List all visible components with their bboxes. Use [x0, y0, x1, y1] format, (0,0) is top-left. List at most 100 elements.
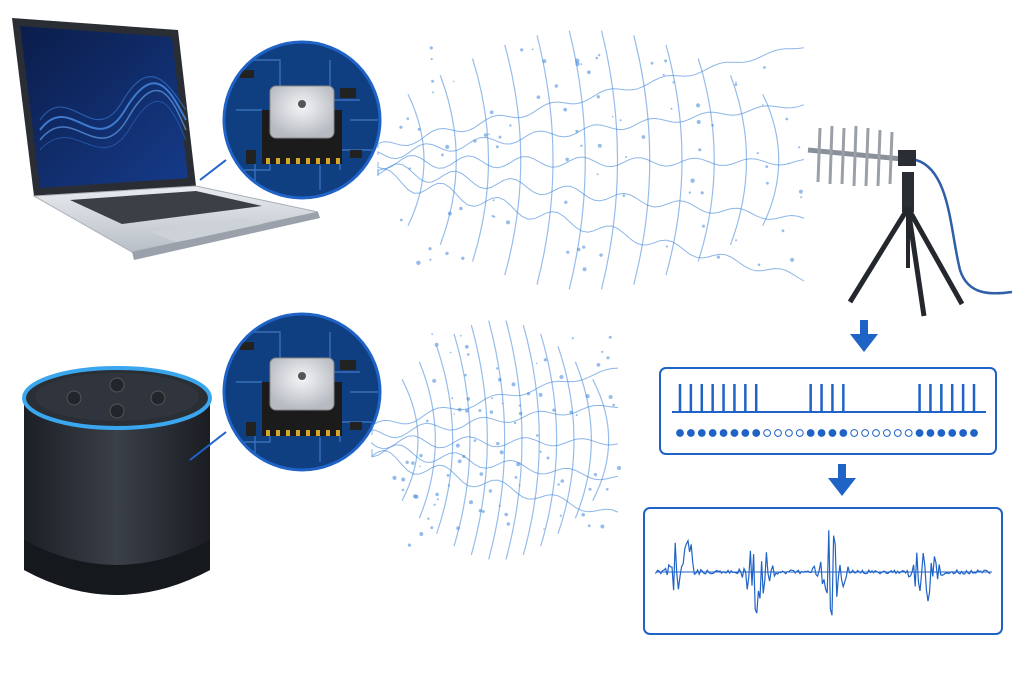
wave-dot — [428, 247, 432, 251]
wave-arc — [488, 320, 506, 560]
wave-dot — [419, 453, 423, 458]
wave-dot — [446, 473, 450, 477]
wave-line — [371, 435, 619, 450]
wave-arc — [470, 324, 488, 556]
bitstream-dots — [676, 429, 978, 437]
wave-dot — [800, 196, 803, 199]
bit-dot-on — [708, 429, 717, 437]
wave-dot — [571, 337, 574, 340]
wave-dot — [536, 362, 538, 365]
bit-dot-off — [850, 429, 859, 437]
wave-dot — [488, 489, 493, 493]
wave-dot — [400, 218, 403, 222]
wave-dot — [580, 63, 583, 65]
wave-dot — [464, 344, 469, 349]
wave-dot — [559, 514, 562, 517]
wave-dot — [441, 153, 444, 157]
bit-dot-on — [752, 429, 761, 437]
wave-dot — [781, 229, 785, 233]
wave-dot — [664, 59, 668, 63]
wave-dot — [401, 477, 406, 482]
wave-dot — [698, 148, 702, 152]
wave-dot — [538, 392, 543, 397]
wave-dot — [597, 143, 602, 148]
wave-dot — [608, 335, 612, 339]
wave-dot — [514, 476, 518, 479]
wave-dot — [449, 351, 452, 354]
wave-dot — [457, 459, 462, 464]
wave-dot — [670, 107, 673, 110]
wave-line — [371, 449, 619, 513]
wave-dot — [576, 247, 581, 252]
bit-dot-off — [795, 429, 804, 437]
waveform-trace — [655, 530, 991, 616]
wave-dot — [597, 54, 601, 57]
wave-dot — [552, 408, 556, 412]
wave-dot — [419, 465, 421, 468]
wave-dot — [509, 124, 512, 127]
wave-dot — [445, 144, 450, 149]
wave-dot — [601, 350, 604, 353]
wave-line — [371, 444, 619, 481]
wave-dot — [716, 255, 721, 259]
wave-dot — [491, 397, 494, 400]
wave-dot — [497, 377, 502, 382]
wave-dot — [492, 199, 495, 202]
wave-dot — [430, 526, 434, 530]
wave-dot — [696, 103, 701, 108]
wave-line — [377, 154, 805, 170]
wave-dot — [436, 498, 439, 501]
bit-dot-on — [676, 429, 684, 437]
wave-dot — [496, 441, 500, 446]
speaker-button-plus — [109, 377, 125, 393]
wave-dot — [587, 70, 591, 75]
wave-dot — [569, 410, 573, 415]
wave-dot — [452, 80, 455, 83]
wave-dot — [564, 200, 568, 204]
bit-dot-on — [937, 429, 946, 437]
wave-dot — [536, 95, 541, 99]
wave-dot — [432, 378, 437, 383]
wave-dot — [787, 162, 790, 165]
wave-line — [371, 404, 619, 439]
wave-dot — [416, 260, 421, 265]
wave-dot — [401, 488, 405, 492]
laptop-icon — [12, 18, 320, 260]
wave-dot — [427, 517, 430, 520]
bit-dot-on — [686, 429, 695, 437]
wave-dot — [429, 258, 432, 261]
wave-dot — [461, 256, 465, 260]
wave-dot — [612, 403, 615, 407]
wave-dot — [478, 409, 482, 413]
wave-arc — [453, 333, 471, 547]
wave-dot — [612, 115, 614, 118]
wave-dot — [616, 465, 622, 471]
emanation-waves-bottom — [371, 320, 622, 560]
wave-dot — [565, 157, 569, 162]
wave-dot — [511, 382, 516, 387]
wave-dot — [596, 363, 601, 367]
wave-dot — [501, 402, 504, 405]
wave-dot — [419, 532, 424, 536]
wave-dot — [434, 342, 439, 347]
wave-dot — [518, 484, 521, 487]
wave-dot — [585, 394, 590, 399]
wave-dot — [513, 421, 517, 425]
wave-line — [377, 168, 805, 282]
wave-line — [377, 163, 805, 220]
wave-dot — [459, 334, 462, 337]
wave-dot — [711, 124, 714, 127]
wave-dot — [700, 191, 704, 195]
wave-dot — [696, 119, 701, 125]
wave-dot — [445, 251, 449, 256]
wave-dot — [489, 110, 494, 115]
wave-arc — [600, 30, 619, 290]
wave-dot — [417, 127, 421, 131]
wave-dot — [479, 472, 484, 476]
wave-dot — [790, 257, 795, 262]
wave-dot — [575, 129, 579, 133]
wave-dot — [455, 443, 460, 448]
wave-arc — [401, 379, 419, 501]
wave-dot — [600, 524, 605, 529]
